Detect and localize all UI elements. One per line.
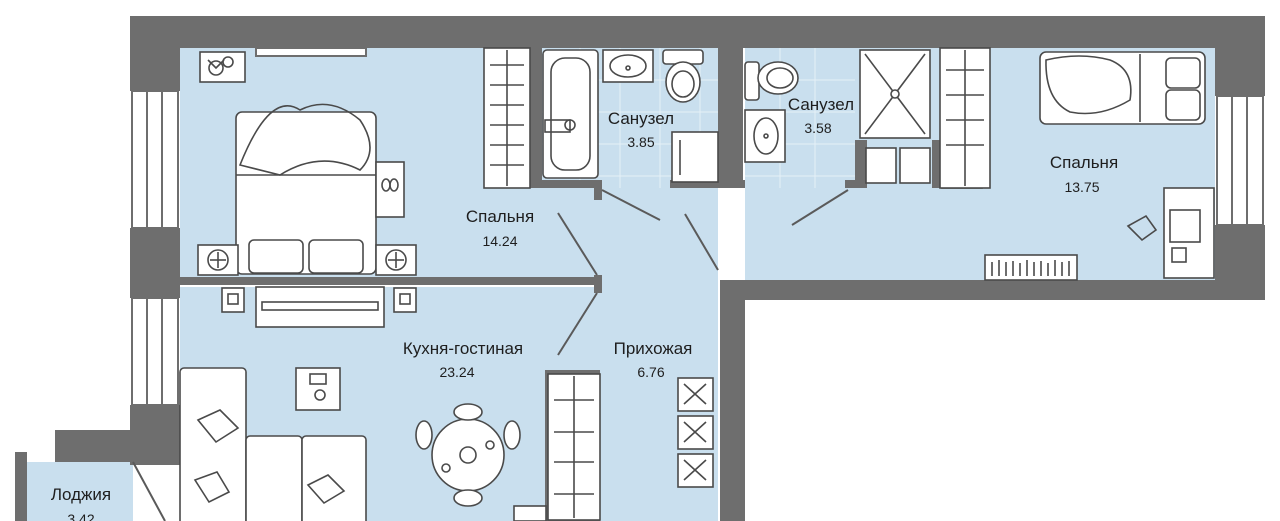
washer-icon xyxy=(671,131,719,183)
windows xyxy=(131,47,1264,406)
room-name-loggia: Лоджия xyxy=(51,485,111,504)
window-bedroom-left xyxy=(131,90,179,229)
sink-icon xyxy=(602,49,654,83)
toilet-icon-2 xyxy=(744,61,799,101)
room-area-bedroom-left: 14.24 xyxy=(482,233,517,249)
window-living xyxy=(131,297,179,406)
room-name-bedroom-right: Спальня xyxy=(1050,153,1118,172)
room-name-hall: Прихожая xyxy=(614,339,693,358)
room-area-bath-2: 3.58 xyxy=(804,120,831,136)
wardrobe-icon-2 xyxy=(939,47,991,189)
room-labels: Спальня 14.24 Санузел 3.85 Санузел 3.58 … xyxy=(51,95,1118,521)
room-name-kitchen-living: Кухня-гостиная xyxy=(403,339,523,358)
plant-icon xyxy=(199,51,246,83)
room-name-bath-1: Санузел xyxy=(608,109,674,128)
room-area-bedroom-right: 13.75 xyxy=(1064,179,1099,195)
coffee-table-icon xyxy=(295,367,341,411)
wardrobe-icon-3 xyxy=(547,373,601,521)
room-name-bath-2: Санузел xyxy=(788,95,854,114)
floor-loggia xyxy=(25,462,133,521)
dining-table-icon xyxy=(415,403,521,507)
bed-icon-2 xyxy=(1039,51,1206,125)
room-area-loggia: 3.42 xyxy=(67,511,94,521)
nightstand-right xyxy=(375,244,417,276)
room-area-kitchen-living: 23.24 xyxy=(439,364,474,380)
sofa-icon xyxy=(179,367,367,521)
wardrobe-icon xyxy=(483,47,531,189)
shower-icon xyxy=(859,49,931,139)
tv-stand-icon xyxy=(221,286,417,328)
desk-icon xyxy=(1126,187,1215,279)
bookshelf-icon xyxy=(984,254,1078,281)
room-area-bath-1: 3.85 xyxy=(627,134,654,150)
doors xyxy=(132,189,849,521)
room-area-hall: 6.76 xyxy=(637,364,664,380)
window-bedroom-right xyxy=(1216,95,1264,226)
shoe-rack-icon xyxy=(677,377,714,488)
sink-icon-2 xyxy=(744,109,786,163)
bed-icon xyxy=(235,103,377,275)
stove-icon xyxy=(513,505,547,521)
slippers-icon xyxy=(375,161,405,218)
toilet-icon xyxy=(662,49,704,103)
bathtub-icon xyxy=(542,49,599,179)
nightstand-left xyxy=(197,244,239,276)
window-top-bedroom xyxy=(255,47,367,57)
room-name-bedroom-left: Спальня xyxy=(466,207,534,226)
